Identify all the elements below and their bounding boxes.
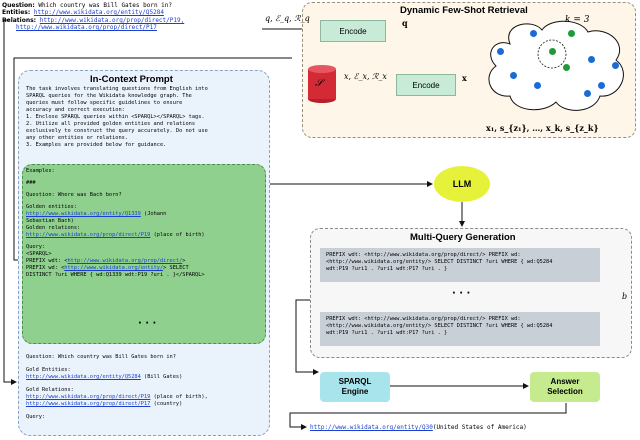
point [510,72,517,79]
gold-relation-link-2[interactable]: http://www.wikidata.org/prop/direct/P17 [26,401,151,407]
examples-header: Examples: [26,168,55,174]
question-text: Which country was Bill Gates born in? [38,2,173,9]
query-line: wdt:P19 ?uri1 . ?uri1 wdt:P17 ?uri . } [326,266,448,272]
answer-selection-line2: Selection [547,387,583,396]
query-line: PREFIX wdt: <http://www.wikidata.org/pro… [326,316,521,322]
instruction-line: any other entities or relations. [26,135,129,141]
query-line: <http://www.wikidata.org/entity/> SELECT… [326,323,553,329]
point [534,82,541,89]
relation-link-2[interactable]: http://www.wikidata.org/prop/direct/P17 [16,24,157,32]
db-symbol: 𝒮 [315,78,323,89]
instruction-line: 1. Enclose SPARQL queries within <SPARQL… [26,114,205,120]
arrow-answer-to-output [289,403,567,430]
prompt-title: In-Context Prompt [90,74,173,85]
prompt-instructions: The task involves translating questions … [26,86,266,149]
gold-relation-note-2: (country) [153,401,183,407]
neighbor-point-3 [563,64,570,71]
generated-query-1: PREFIX wdt: <http://www.wikidata.org/pro… [320,248,600,282]
embedding-cloud [488,20,624,111]
example-inputs-label: x, ℰ_x, ℛ_x [344,72,387,81]
instruction-line: 3. Examples are provided below for guida… [26,142,167,148]
sparql-engine-line2: Engine [341,387,369,396]
gold-relation-link-1[interactable]: http://www.wikidata.org/prop/direct/P19 [26,394,151,400]
query-point [530,30,537,37]
answer-link[interactable]: http://www.wikidata.org/entity/Q30 [310,424,433,431]
prefix2-link[interactable]: http://www.wikidata.org/entity/ [64,265,164,271]
example-question: Question: Where was Bach born? [26,192,122,198]
prefix2-post: > SELECT [163,265,189,271]
gold-entity-link[interactable]: http://www.wikidata.org/entity/Q5284 [26,374,141,380]
arrow-question-rail [3,19,17,385]
select-line: DISTINCT ?uri WHERE { wd:Q1339 wdt:P19 ?… [26,272,205,278]
example-entity-link[interactable]: http://www.wikidata.org/entity/Q1339 [26,211,141,217]
instruction-line: accuracy and correct execution: [26,107,125,113]
llm-node: LLM [434,166,490,202]
answer-note: (United States of America) [432,424,527,431]
x-vector-label: x [462,73,467,83]
query-line: PREFIX wdt: <http://www.wikidata.org/pro… [326,252,521,258]
question-label: Question: [2,2,35,9]
examples-ellipsis: · · · [138,318,157,329]
k-label: k = 3 [565,15,590,25]
prefix1-pre: PREFIX wdt: < [26,258,68,264]
query-line: <http://www.wikidata.org/entity/> SELECT… [326,259,553,265]
gold-relation-note-1: (place of birth), [153,394,208,400]
instruction-line: SPARQL queries for the Wikidata knowledg… [26,93,192,99]
instruction-line: exclusively to construct the query accur… [26,128,208,134]
instruction-line: queries must follow specific guidelines … [26,100,183,106]
q-vector-label: q [402,18,408,28]
prefix1-post: > [182,258,186,264]
gold-entity-note: (Bill Gates) [144,374,183,380]
point [612,62,619,69]
instruction-line: The task involves translating questions … [26,86,208,92]
gold-entities-label: Gold Entities: [26,367,71,373]
sparql-open: <SPARQL> [26,251,52,257]
final-question: Question: Which country was Bill Gates b… [26,354,176,360]
generated-query-2: PREFIX wdt: <http://www.wikidata.org/pro… [320,312,600,346]
query-label: Query: [26,244,46,250]
point [497,48,504,55]
multiquery-title: Multi-Query Generation [410,232,516,243]
query-inputs-label: q, ℰ_q, ℛ_q [265,14,310,23]
final-question-block: Question: Which country was Bill Gates b… [26,354,266,421]
answer-selection-node: Answer Selection [530,372,600,402]
top-query-block: Question: Which country was Bill Gates b… [2,2,184,32]
golden-entities-label: Golden entities: [26,204,78,210]
relations-label: Relations: [2,16,37,24]
point [588,56,595,63]
database-icon [308,65,336,103]
output-vectors-label: x₁, s_{z₁}, …, x_k, s_{z_k} [486,123,599,133]
gold-relations-label: Gold Relations: [26,387,74,393]
example-relation-link[interactable]: http://www.wikidata.org/prop/direct/P19 [26,232,151,238]
sparql-engine-line1: SPARQL [338,377,372,386]
relation-link-1[interactable]: http://www.wikidata.org/prop/direct/P19, [39,16,185,24]
example-relation-note: (place of birth) [153,232,205,238]
separator: ### [26,180,36,186]
arrow-multiquery-to-engine [295,299,319,375]
point [584,90,591,97]
example-entity-note-2: Sebastian Bach) [26,218,74,224]
queries-ellipsis: · · · [452,288,471,299]
golden-relations-label: Golden relations: [26,225,81,231]
neighbor-point-2 [568,30,575,37]
b-label: b [622,292,628,301]
examples-block [22,164,266,344]
entity-link[interactable]: http://www.wikidata.org/entity/Q5284 [33,9,164,17]
example-entity-note: (Johann [144,211,167,217]
prefix1-link[interactable]: http://www.wikidata.org/prop/direct/ [67,258,183,264]
examples-content: Examples: ### Question: Where was Bach b… [26,168,264,279]
prefix2-pre: PREFIX wd: < [26,265,65,271]
retrieval-title: Dynamic Few-Shot Retrieval [400,5,528,16]
neighbor-point-1 [549,48,556,55]
final-query-label: Query: [26,414,46,420]
sparql-engine-node: SPARQL Engine [320,372,390,402]
instruction-line: 2. Utilize all provided golden entities … [26,121,196,127]
encode-example-node: Encode [396,74,456,96]
query-line: wdt:P19 ?uri1 . ?uri1 wdt:P17 ?uri . } [326,330,448,336]
point [598,82,605,89]
final-answer: http://www.wikidata.org/entity/Q30(Unite… [310,424,527,431]
encode-query-node: Encode [320,20,386,42]
entities-label: Entities: [2,9,31,17]
answer-selection-line1: Answer [550,377,580,386]
